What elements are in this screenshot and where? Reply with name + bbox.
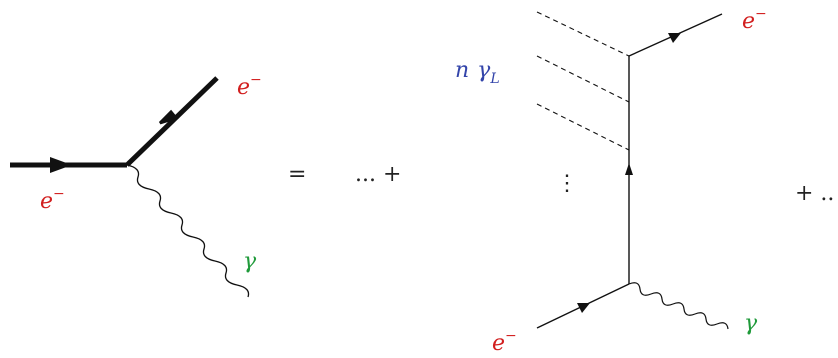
right-photon-label: γ: [744, 311, 758, 336]
right-electron-in-label: e−: [492, 328, 517, 356]
right-electron-out-label: e−: [742, 6, 767, 34]
expansion-emitted-photon-line: [628, 282, 729, 330]
equals-sign: =: [288, 162, 306, 187]
laser-photon-line: [536, 55, 630, 103]
outgoing-electron-arrow: [158, 109, 179, 125]
expansion-incoming-electron-arrow: [577, 303, 590, 313]
vertical-ellipsis: ⋮: [556, 171, 578, 196]
left-photon-label: γ: [243, 249, 257, 274]
series-right: + ..: [795, 181, 834, 206]
dressed-vertex-diagram: e− e− γ: [10, 72, 262, 298]
outgoing-electron-line: [125, 76, 219, 167]
laser-photon-line: [536, 11, 630, 57]
series-left: ... +: [355, 162, 401, 187]
laser-photon-line: [536, 103, 630, 151]
incoming-electron-arrow: [50, 157, 72, 173]
emitted-photon-line: [126, 164, 250, 298]
left-electron-out-label: e−: [237, 72, 262, 100]
internal-propagator-arrow: [625, 163, 633, 175]
expansion-outgoing-electron-arrow: [668, 33, 681, 43]
left-electron-in-label: e−: [40, 186, 65, 214]
